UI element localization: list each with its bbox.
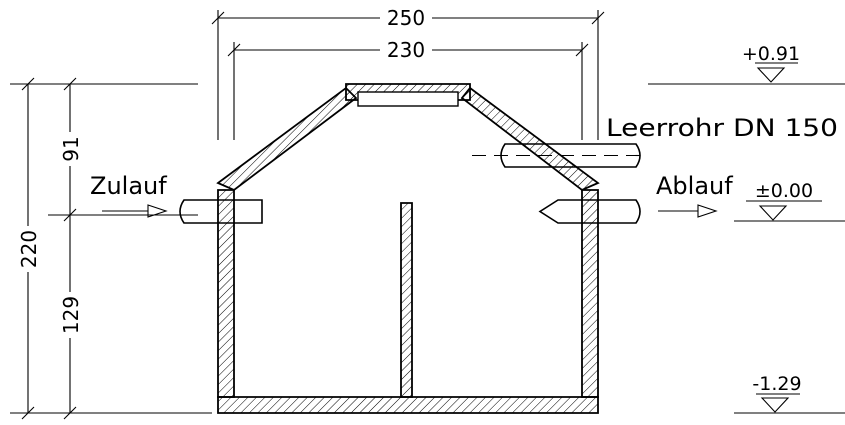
level-marker-top: +0.91	[648, 43, 845, 85]
level-marker-bottom: -1.29	[734, 373, 845, 414]
level-label-top: +0.91	[742, 43, 800, 65]
height-label-91: 91	[59, 136, 83, 161]
inlet-label: Zulauf	[90, 172, 167, 200]
outlet-arrow	[658, 204, 718, 218]
conduit-label: Leerrohr DN 150	[606, 114, 838, 142]
width-dimension-250: 250	[211, 6, 605, 140]
conduit-pipe	[472, 143, 648, 168]
outlet-label: Ablauf	[656, 172, 733, 200]
width-dimension-230: 230	[227, 38, 589, 140]
tank-body	[216, 83, 600, 414]
level-label-bottom: -1.29	[752, 373, 801, 395]
height-label-129: 129	[59, 296, 83, 334]
level-label-zero: ±0.00	[755, 180, 813, 202]
outlet-pipe	[538, 199, 641, 224]
width-label-250: 250	[387, 6, 425, 30]
inlet-pipe	[179, 199, 263, 224]
width-label-230: 230	[387, 38, 425, 62]
inlet-arrow	[102, 204, 168, 218]
height-label-220: 220	[17, 230, 41, 268]
height-dimensions: 220 91 129	[10, 77, 212, 420]
level-marker-zero: ±0.00	[734, 180, 845, 222]
